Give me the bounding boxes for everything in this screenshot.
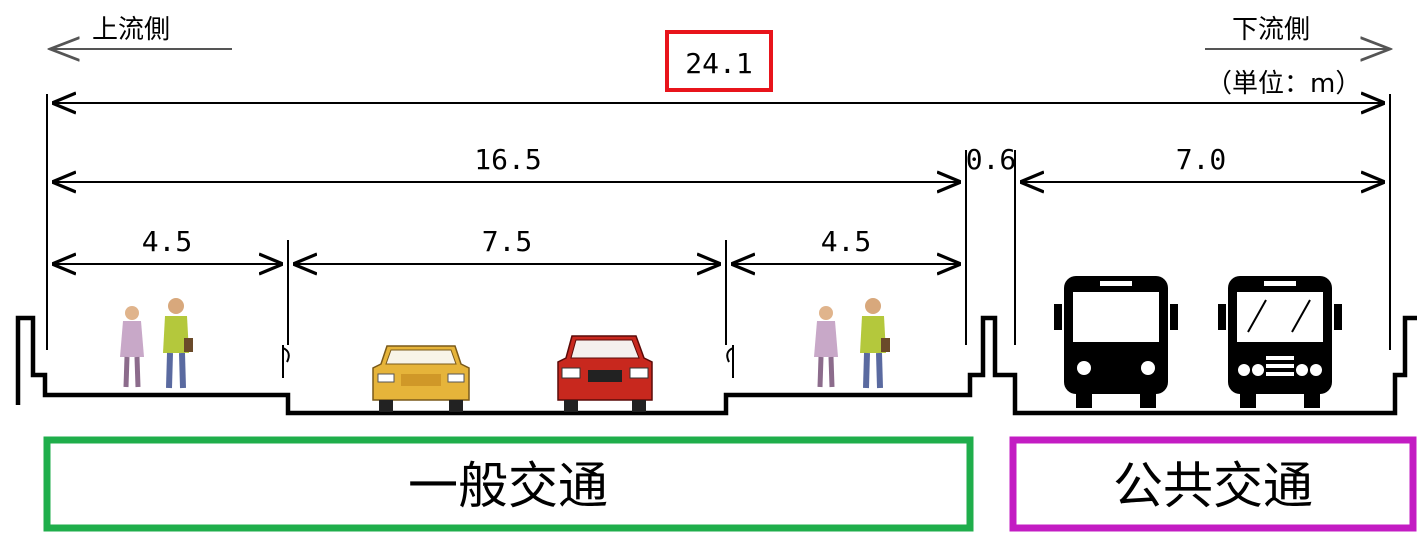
transit-width-label: 7.0 — [1176, 143, 1227, 176]
road-profile — [15, 315, 1417, 416]
median-width-label: 0.6 — [966, 143, 1017, 176]
right-sidewalk-label: 4.5 — [821, 225, 872, 258]
general-width-label: 16.5 — [474, 143, 541, 176]
bus-icon-right — [1218, 276, 1342, 408]
pedestrian-icons-left — [120, 298, 193, 389]
unit-label: （単位：m） — [1206, 69, 1361, 99]
total-width-label: 24.1 — [685, 47, 752, 80]
pedestrian-icons-right — [814, 298, 890, 389]
public-transit-box — [1009, 436, 1417, 532]
general-traffic-label: 一般交通 — [408, 457, 608, 515]
upstream-label: 上流側 — [92, 15, 170, 45]
car-icon-yellow — [372, 345, 470, 412]
bus-icon-left — [1054, 276, 1178, 408]
public-transit-label: 公共交通 — [1113, 457, 1313, 515]
general-traffic-box — [43, 436, 974, 532]
left-sidewalk-label: 4.5 — [142, 225, 193, 258]
upstream-indicator: 上流側 — [50, 15, 232, 49]
extension-lines — [46, 94, 1391, 350]
total-width-box — [665, 30, 773, 92]
curb-posts — [282, 345, 734, 378]
downstream-indicator: 下流側 （単位：m） — [1205, 15, 1390, 99]
downstream-label: 下流側 — [1232, 15, 1310, 45]
car-icon-red — [557, 335, 653, 412]
roadway-label: 7.5 — [482, 225, 533, 258]
